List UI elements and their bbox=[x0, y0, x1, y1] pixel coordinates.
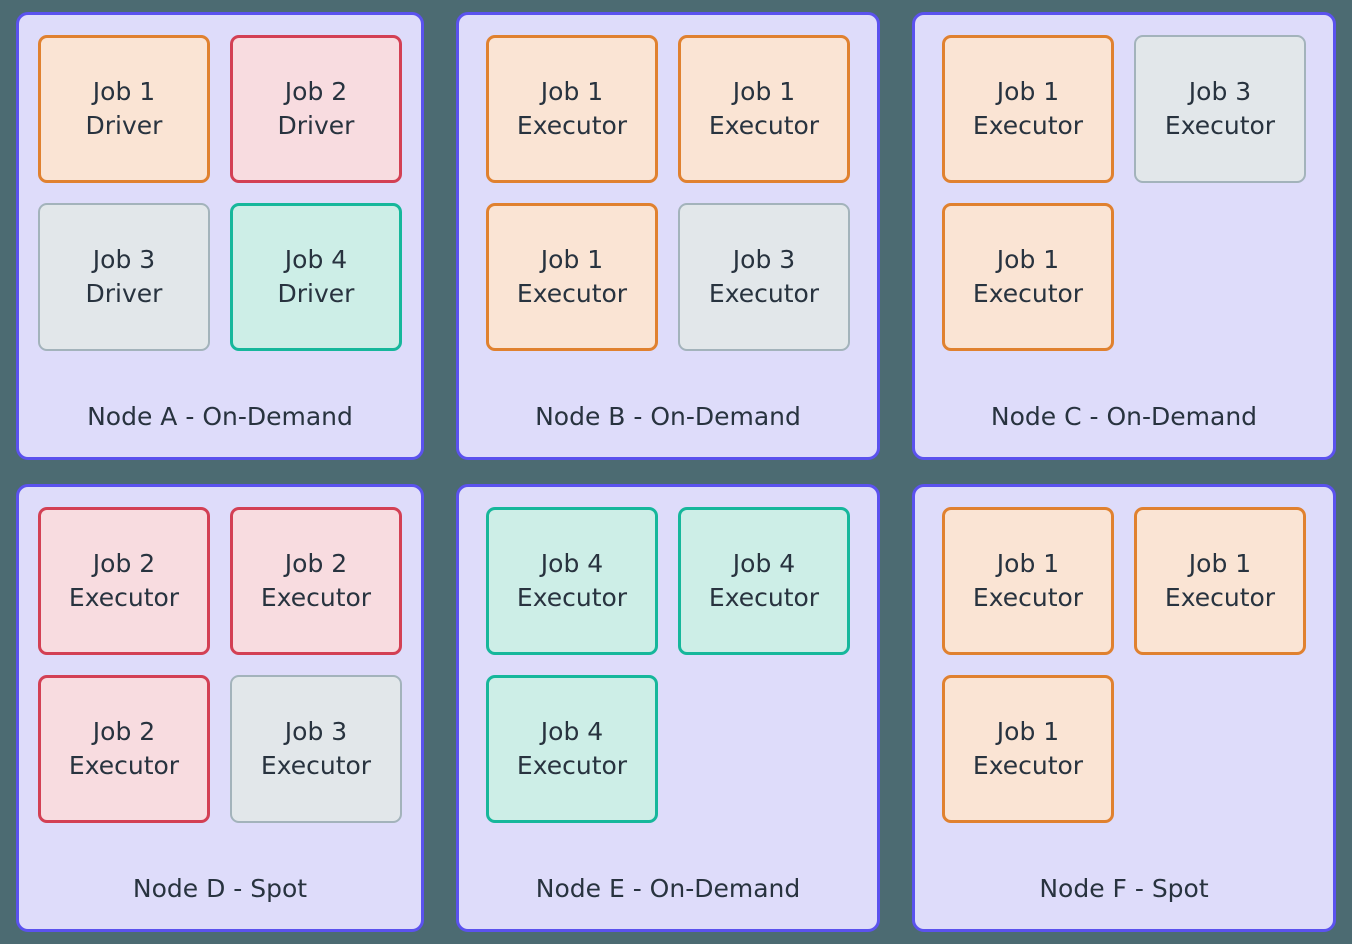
job-slot[interactable]: Job 3 Executor bbox=[230, 675, 402, 823]
job-slot[interactable]: Job 1 Executor bbox=[942, 203, 1114, 351]
slot-job-label: Job 1 bbox=[996, 717, 1060, 747]
slot-job-label: Job 3 bbox=[284, 717, 348, 747]
job-slot[interactable]: Job 4 Executor bbox=[678, 507, 850, 655]
empty-slot bbox=[1134, 203, 1306, 351]
slot-role-label: Executor bbox=[708, 583, 820, 612]
job-slot[interactable]: Job 1 Executor bbox=[942, 507, 1114, 655]
job-slot[interactable]: Job 3 Executor bbox=[1134, 35, 1306, 183]
slot-role-label: Driver bbox=[85, 111, 163, 140]
slot-job-label: Job 1 bbox=[732, 77, 796, 107]
slot-role-label: Driver bbox=[277, 279, 355, 308]
slot-job-label: Job 1 bbox=[996, 245, 1060, 275]
slot-job-label: Job 1 bbox=[996, 549, 1060, 579]
job-slot[interactable]: Job 1 Executor bbox=[486, 35, 658, 183]
slot-role-label: Executor bbox=[516, 583, 628, 612]
slot-job-label: Job 4 bbox=[540, 717, 604, 747]
job-slot[interactable]: Job 2 Executor bbox=[38, 507, 210, 655]
slot-job-label: Job 4 bbox=[540, 549, 604, 579]
node-label: Node B - On-Demand bbox=[535, 402, 801, 431]
slot-role-label: Driver bbox=[277, 111, 355, 140]
slot-role-label: Executor bbox=[516, 279, 628, 308]
slot-role-label: Executor bbox=[1164, 111, 1276, 140]
job-slot[interactable]: Job 1 Executor bbox=[1134, 507, 1306, 655]
job-slot[interactable]: Job 1 Executor bbox=[486, 203, 658, 351]
slot-job-label: Job 2 bbox=[92, 717, 156, 747]
node-label: Node E - On-Demand bbox=[535, 874, 801, 903]
job-slot[interactable]: Job 3 Executor bbox=[678, 203, 850, 351]
job-slot[interactable]: Job 1 Executor bbox=[942, 35, 1114, 183]
slot-role-label: Executor bbox=[972, 279, 1084, 308]
slot-role-label: Executor bbox=[972, 583, 1084, 612]
empty-slot bbox=[678, 675, 850, 823]
slot-job-label: Job 2 bbox=[284, 549, 348, 579]
job-slot[interactable]: Job 3 Driver bbox=[38, 203, 210, 351]
slot-job-label: Job 1 bbox=[1188, 549, 1252, 579]
slot-role-label: Executor bbox=[972, 111, 1084, 140]
job-slot[interactable]: Job 4 Executor bbox=[486, 507, 658, 655]
slot-job-label: Job 3 bbox=[1188, 77, 1252, 107]
job-slot[interactable]: Job 1 Executor bbox=[942, 675, 1114, 823]
node-label: Node A - On-Demand bbox=[87, 402, 353, 431]
slot-job-label: Job 4 bbox=[284, 245, 348, 275]
slot-role-label: Driver bbox=[85, 279, 163, 308]
slot-job-label: Job 1 bbox=[996, 77, 1060, 107]
slot-job-label: Job 4 bbox=[732, 549, 796, 579]
slot-job-label: Job 3 bbox=[732, 245, 796, 275]
slot-role-label: Executor bbox=[68, 751, 180, 780]
node-label: Node F - Spot bbox=[1039, 874, 1209, 903]
slot-job-label: Job 1 bbox=[540, 245, 604, 275]
slot-role-label: Executor bbox=[708, 111, 820, 140]
slot-role-label: Executor bbox=[260, 751, 372, 780]
job-slot[interactable]: Job 4 Driver bbox=[230, 203, 402, 351]
slot-role-label: Executor bbox=[972, 751, 1084, 780]
node-label: Node C - On-Demand bbox=[990, 402, 1258, 431]
slot-role-label: Executor bbox=[516, 111, 628, 140]
slot-job-label: Job 3 bbox=[92, 245, 156, 275]
job-slot[interactable]: Job 1 Executor bbox=[678, 35, 850, 183]
job-slot[interactable]: Job 2 Executor bbox=[38, 675, 210, 823]
node-label: Node D - Spot bbox=[132, 874, 308, 903]
job-slot[interactable]: Job 2 Driver bbox=[230, 35, 402, 183]
job-slot[interactable]: Job 4 Executor bbox=[486, 675, 658, 823]
slot-role-label: Executor bbox=[68, 583, 180, 612]
slot-role-label: Executor bbox=[260, 583, 372, 612]
job-slot[interactable]: Job 1 Driver bbox=[38, 35, 210, 183]
slot-job-label: Job 2 bbox=[284, 77, 348, 107]
slot-job-label: Job 1 bbox=[540, 77, 604, 107]
slot-role-label: Executor bbox=[708, 279, 820, 308]
slot-job-label: Job 1 bbox=[92, 77, 156, 107]
slot-job-label: Job 2 bbox=[92, 549, 156, 579]
job-slot[interactable]: Job 2 Executor bbox=[230, 507, 402, 655]
slot-role-label: Executor bbox=[516, 751, 628, 780]
slot-role-label: Executor bbox=[1164, 583, 1276, 612]
empty-slot bbox=[1134, 675, 1306, 823]
